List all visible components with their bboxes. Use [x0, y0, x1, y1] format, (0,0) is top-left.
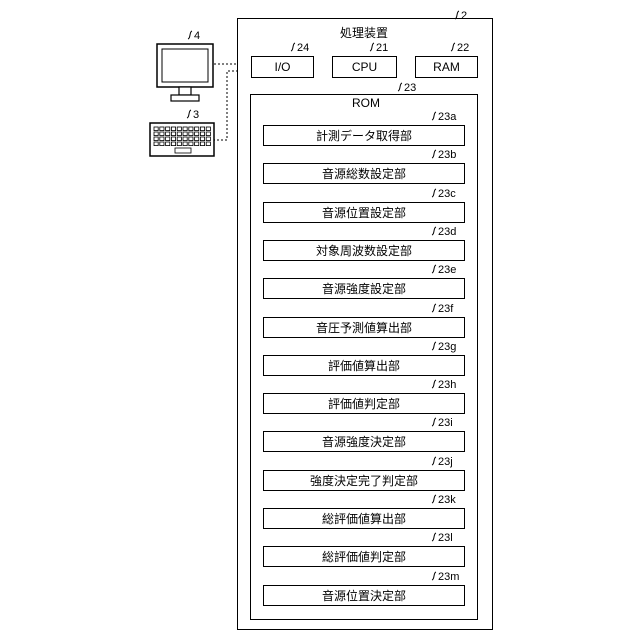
keyboard-key — [171, 127, 175, 131]
ram-box: RAM — [415, 56, 478, 78]
keyboard-key — [183, 142, 187, 146]
ram-label: RAM — [433, 60, 460, 74]
keyboard-key — [154, 132, 158, 136]
module-box: 総評価値判定部 — [263, 546, 465, 567]
module-box: 音源強度設定部 — [263, 278, 465, 299]
module-ref: 23a — [431, 111, 456, 123]
keyboard-key — [177, 137, 181, 141]
io-box: I/O — [251, 56, 314, 78]
keyboard-key — [166, 132, 170, 136]
keyboard-key — [206, 137, 210, 141]
io-label: I/O — [274, 60, 290, 74]
keyboard-key — [177, 127, 181, 131]
module-label: 音源総数設定部 — [322, 165, 406, 182]
keyboard-icon — [150, 123, 214, 156]
module-label: 音源強度決定部 — [322, 433, 406, 450]
module-label: 音源強度設定部 — [322, 280, 406, 297]
keyboard-key — [195, 137, 199, 141]
keyboard-key — [195, 127, 199, 131]
keyboard-key — [166, 137, 170, 141]
cpu-label: CPU — [352, 60, 377, 74]
rom-label: ROM — [352, 96, 380, 110]
module-label: 評価値判定部 — [328, 395, 400, 412]
keyboard-key — [183, 132, 187, 136]
keyboard-key — [189, 132, 193, 136]
processing-device-title: 処理装置 — [340, 26, 388, 40]
keyboard-key — [183, 137, 187, 141]
keyboard-key — [195, 132, 199, 136]
module-ref: 23i — [431, 417, 453, 429]
module-box: 強度決定完了判定部 — [263, 470, 465, 491]
keyboard-key — [177, 142, 181, 146]
monitor-ref: 4 — [187, 30, 200, 42]
keyboard-key — [200, 132, 204, 136]
keyboard-key — [154, 142, 158, 146]
module-box: 音源位置設定部 — [263, 202, 465, 223]
module-box: 計測データ取得部 — [263, 125, 465, 146]
module-label: 音源位置決定部 — [322, 587, 406, 604]
module-ref: 23l — [431, 532, 453, 544]
keyboard-key — [166, 127, 170, 131]
keyboard-key — [206, 132, 210, 136]
keyboard-key — [177, 132, 181, 136]
keyboard-ref: 3 — [186, 109, 199, 121]
module-box: 評価値算出部 — [263, 355, 465, 376]
monitor-icon — [157, 44, 213, 101]
module-box: 音源位置決定部 — [263, 585, 465, 606]
keyboard-key — [206, 127, 210, 131]
keyboard-key — [154, 127, 158, 131]
module-label: 音圧予測値算出部 — [316, 319, 412, 336]
keyboard-key — [189, 127, 193, 131]
module-ref: 23m — [431, 571, 459, 583]
keyboard-key — [195, 142, 199, 146]
keyboard-key — [166, 142, 170, 146]
keyboard-key — [183, 127, 187, 131]
keyboard-key — [206, 142, 210, 146]
module-box: 総評価値算出部 — [263, 508, 465, 529]
module-ref: 23f — [431, 303, 453, 315]
module-ref: 23k — [431, 494, 456, 506]
io-ref: 24 — [290, 42, 309, 54]
processing-device-ref: 2 — [454, 10, 467, 22]
module-label: 総評価値算出部 — [322, 510, 406, 527]
module-label: 対象周波数設定部 — [316, 242, 412, 259]
module-label: 計測データ取得部 — [316, 127, 412, 144]
keyboard-key — [154, 137, 158, 141]
module-ref: 23c — [431, 188, 456, 200]
module-box: 評価値判定部 — [263, 393, 465, 414]
module-ref: 23h — [431, 379, 456, 391]
keyboard-key — [189, 142, 193, 146]
ram-ref: 22 — [450, 42, 469, 54]
keyboard-key — [171, 132, 175, 136]
keyboard-key — [160, 137, 164, 141]
cpu-ref: 21 — [369, 42, 388, 54]
keyboard-key — [160, 127, 164, 131]
keyboard-key — [160, 132, 164, 136]
module-ref: 23d — [431, 226, 456, 238]
module-ref: 23e — [431, 264, 456, 276]
module-box: 対象周波数設定部 — [263, 240, 465, 261]
module-label: 強度決定完了判定部 — [310, 472, 418, 489]
module-box: 音源総数設定部 — [263, 163, 465, 184]
module-ref: 23g — [431, 341, 456, 353]
keyboard-key — [171, 142, 175, 146]
module-label: 評価値算出部 — [328, 357, 400, 374]
module-box: 音源強度決定部 — [263, 431, 465, 452]
keyboard-key — [200, 137, 204, 141]
module-ref: 23b — [431, 149, 456, 161]
keyboard-key — [160, 142, 164, 146]
module-label: 音源位置設定部 — [322, 204, 406, 221]
keyboard-key — [200, 142, 204, 146]
keyboard-key — [189, 137, 193, 141]
module-ref: 23j — [431, 456, 453, 468]
keyboard-key — [171, 137, 175, 141]
keyboard-key — [200, 127, 204, 131]
rom-ref: 23 — [397, 82, 416, 94]
module-box: 音圧予測値算出部 — [263, 317, 465, 338]
module-label: 総評価値判定部 — [322, 548, 406, 565]
cpu-box: CPU — [332, 56, 397, 78]
